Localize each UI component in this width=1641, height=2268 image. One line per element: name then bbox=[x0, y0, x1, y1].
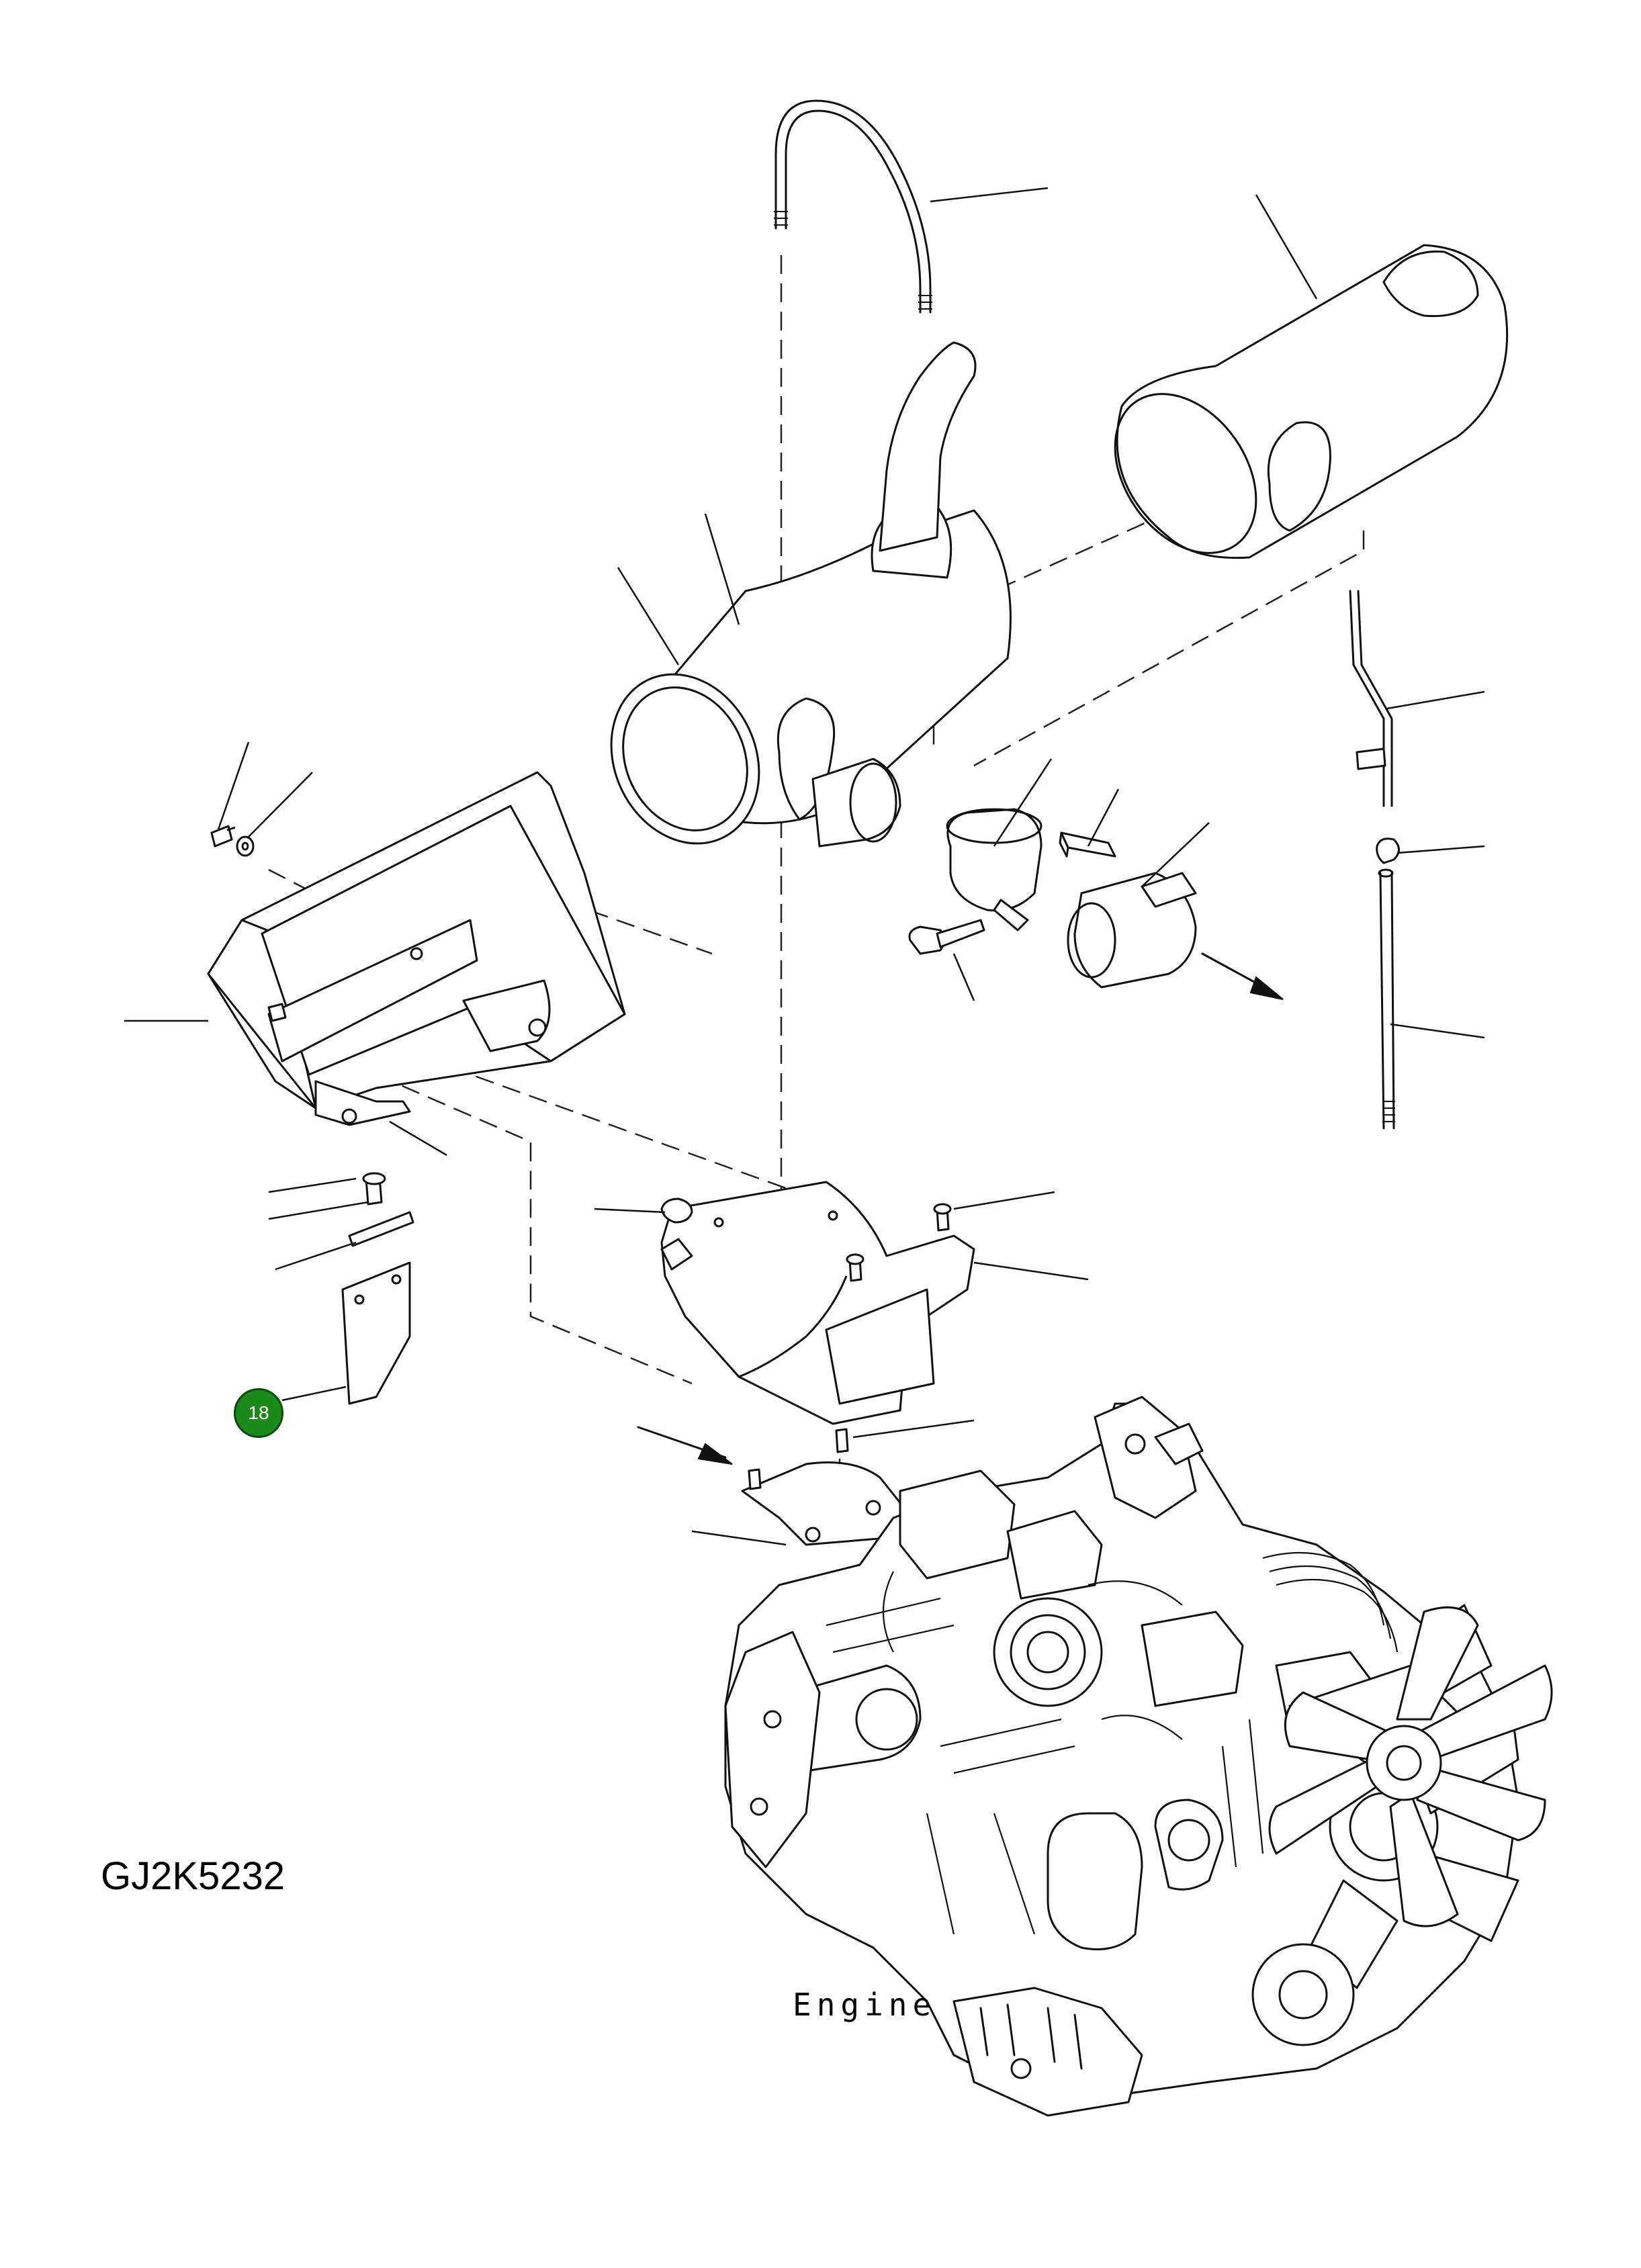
muffler bbox=[610, 341, 1012, 848]
leader-lines bbox=[124, 187, 1485, 1546]
spacer-block bbox=[1059, 831, 1116, 858]
clamp-band bbox=[946, 808, 1043, 932]
muffler-cover bbox=[1114, 244, 1509, 559]
u-bolt bbox=[774, 99, 932, 314]
diagram-code: GJ2K5232 bbox=[101, 1854, 285, 1898]
cooling-fan bbox=[1268, 1606, 1553, 1927]
tray-bolt bbox=[210, 825, 236, 848]
bracket-nut bbox=[660, 1197, 693, 1224]
long-rod bbox=[1378, 868, 1395, 1130]
tray-washer bbox=[236, 835, 255, 857]
heat-shield-tray bbox=[207, 771, 626, 1126]
bracket-strip bbox=[348, 1211, 414, 1247]
engine-bracket bbox=[637, 1426, 908, 1546]
tail-pipe bbox=[1067, 872, 1284, 1000]
engine-label: Engine bbox=[793, 1987, 937, 2023]
flange-bolt bbox=[908, 919, 985, 955]
bracket-bolt bbox=[846, 1203, 952, 1282]
lower-bolt bbox=[362, 1172, 386, 1206]
support-stay bbox=[1349, 590, 1393, 807]
muffler-bracket bbox=[660, 1181, 975, 1425]
hose-clip bbox=[1376, 837, 1400, 864]
engine bbox=[724, 1396, 1519, 2117]
part-callout-18[interactable]: 18 bbox=[234, 1388, 283, 1438]
plate bbox=[341, 1261, 411, 1405]
